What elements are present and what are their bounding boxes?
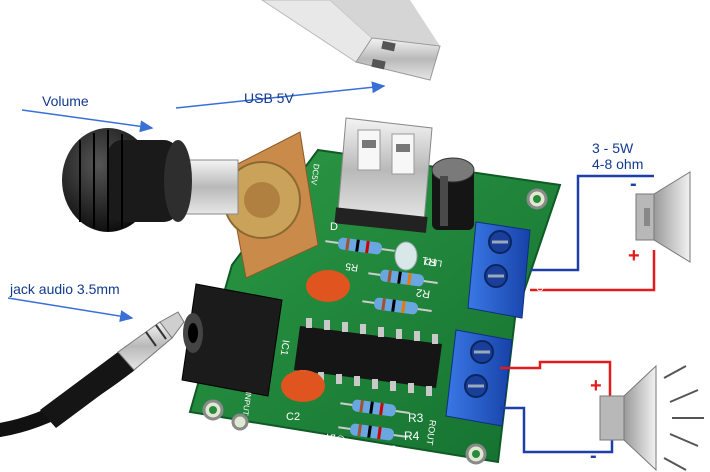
right-speaker-terminal bbox=[445, 329, 513, 427]
silk-ic1: IC1 bbox=[278, 339, 291, 356]
resistors bbox=[325, 237, 438, 441]
silk-d: D bbox=[330, 221, 338, 233]
speaker-right-channel bbox=[599, 364, 704, 472]
silk-r3: R3 bbox=[408, 411, 424, 425]
silk-input: INPUT bbox=[241, 391, 253, 416]
jack-socket bbox=[181, 283, 283, 397]
silk-brand: 晒邦® bbox=[312, 433, 345, 447]
right-speaker-negative: - bbox=[590, 445, 597, 467]
ceramic-capacitors bbox=[281, 270, 350, 402]
volume-label: Volume bbox=[42, 93, 89, 109]
annotation-arrows bbox=[7, 81, 386, 323]
silk-r5: R5 bbox=[344, 260, 359, 273]
capacitor bbox=[431, 157, 475, 230]
speaker-left-channel bbox=[635, 171, 691, 263]
silk-sku: SKU: 7773 bbox=[352, 444, 396, 454]
polarity-marks: - + + - bbox=[590, 173, 640, 467]
audio-jack-label: jack audio 3.5mm bbox=[10, 281, 120, 297]
led bbox=[394, 241, 418, 271]
silk-r1: R1 bbox=[421, 254, 437, 268]
left-speaker-positive: + bbox=[628, 245, 640, 267]
silk-rout: ROUT bbox=[424, 419, 438, 446]
silk-r2: R2 bbox=[415, 286, 431, 300]
volume-knob bbox=[62, 128, 192, 232]
silk-r4: R4 bbox=[404, 429, 420, 443]
speaker-wires bbox=[500, 174, 656, 454]
usb-socket bbox=[334, 117, 433, 233]
left-speaker-terminal bbox=[467, 221, 531, 319]
left-speaker-negative: - bbox=[630, 173, 637, 195]
silk-dc5v: DC5V bbox=[309, 163, 321, 186]
right-speaker-positive: + bbox=[590, 375, 602, 397]
speaker-impedance-label: 4-8 ohm bbox=[592, 156, 644, 172]
silkscreen-labels: R5 R1 R2 LED D IC1 C2 R3 R4 LOUT ROUT IN… bbox=[241, 163, 546, 454]
audio-plug bbox=[0, 311, 185, 437]
silk-c2: C2 bbox=[286, 411, 300, 423]
silk-led: LED bbox=[424, 256, 443, 268]
silk-lout: LOUT bbox=[533, 279, 546, 305]
usb-power-label: USB 5V bbox=[244, 90, 294, 106]
usb-plug bbox=[261, 0, 441, 81]
speaker-power-label: 3 - 5W bbox=[592, 140, 634, 156]
